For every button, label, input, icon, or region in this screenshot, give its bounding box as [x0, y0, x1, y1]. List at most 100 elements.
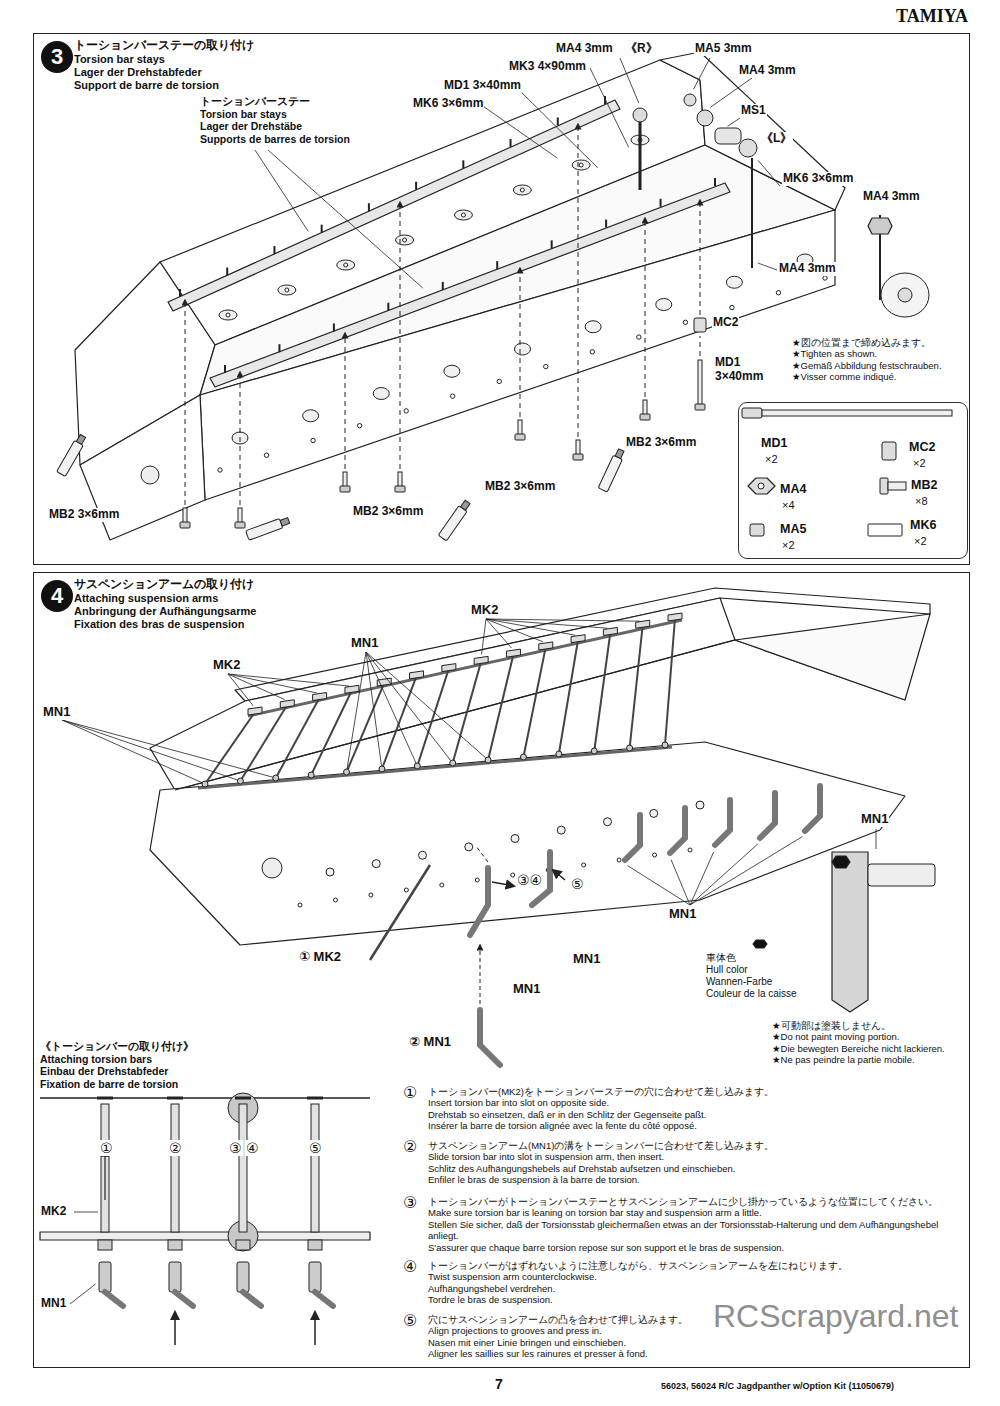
stay-slot — [307, 1097, 323, 1100]
assembly-arrow — [185, 300, 186, 505]
nut-ma5 — [684, 94, 696, 106]
text-group: トーションバー(MK2)をトーションバーステーの穴に合わせて差し込みます。Ins… — [428, 1086, 963, 1132]
torsion-bar-stay — [248, 620, 682, 716]
note-text: Attaching torsion bars — [40, 1053, 340, 1066]
assembly-arrow — [520, 268, 521, 417]
screw-mb2 — [576, 440, 580, 455]
stay-tab — [510, 139, 512, 147]
leader-line — [690, 844, 758, 905]
suspension-arm — [670, 808, 685, 853]
note-text: Align projections to grooves and press i… — [428, 1325, 963, 1336]
note-text: トーションバーがトーションバーステーとサスペンションアームに少し掛かっているよう… — [428, 1196, 963, 1207]
assembly-arrow — [240, 372, 241, 505]
hull-boss — [326, 868, 334, 876]
leader-line — [727, 118, 740, 126]
part-entry: ×8 — [915, 495, 928, 507]
stay-tab — [321, 225, 323, 233]
leader-line — [62, 720, 238, 780]
screw-mb2-head — [573, 454, 583, 460]
note-text: Hull color — [706, 964, 826, 976]
callout-label: ③④ — [516, 872, 543, 888]
bar-bracket — [603, 627, 617, 635]
note-text: Slide torsion bar into slot in suspensio… — [428, 1151, 963, 1162]
leader-line — [710, 78, 752, 107]
mk6-icon — [868, 524, 902, 536]
callout-label: ① — [402, 1084, 418, 1102]
callout-label: 《R》 — [624, 42, 659, 56]
hull-front-plate — [735, 614, 930, 700]
torsion-bar — [205, 712, 255, 784]
mount-hole — [344, 263, 348, 267]
suspension-mount — [219, 310, 237, 320]
leader-line — [515, 86, 598, 168]
leader-line — [671, 860, 690, 905]
step-heading: トーションバーステーの取り付け — [74, 39, 254, 53]
hull-boss — [465, 843, 473, 851]
step-panel: トーションバーステーの取り付けTorsion bar staysLager de… — [33, 33, 970, 565]
torsion-bar — [171, 1104, 179, 1232]
torsion-bar — [382, 676, 417, 769]
arm-foot — [105, 1292, 123, 1306]
hull-hole — [511, 873, 515, 877]
note-text: Aufhängungshebel verdrehen. — [428, 1283, 963, 1294]
suspension-arm — [532, 852, 550, 905]
stay-tab — [551, 240, 553, 248]
part-entry: MA4 — [780, 483, 806, 497]
glue-tube-cap — [280, 518, 290, 526]
hull-hole — [544, 364, 548, 368]
hull-hole — [440, 883, 444, 887]
torsion-bar — [101, 1104, 109, 1232]
callout-label: 7 — [494, 1376, 504, 1392]
hull-boss — [419, 851, 427, 859]
assembly-arrow — [700, 200, 701, 315]
note-text: Drehstab so einsetzen, daß er in den Sch… — [428, 1109, 963, 1120]
callout-label: MS1 — [740, 104, 767, 118]
torsion-bar-stay — [168, 100, 620, 311]
hull-boss — [604, 818, 612, 826]
hull-hole — [218, 468, 222, 472]
part-entry: ×2 — [765, 453, 778, 465]
note-text: 車体色 — [706, 952, 826, 964]
bar-end — [379, 766, 385, 772]
hull-hole — [688, 848, 692, 852]
step-heading: Support de barre de torsion — [74, 79, 254, 92]
suspension-arm — [760, 793, 775, 838]
arm-collar — [237, 1262, 249, 1292]
callout-label: MN1 — [572, 952, 601, 967]
screw-mb2 — [343, 472, 347, 487]
stay-slot — [97, 1097, 113, 1100]
callout-label: ② — [168, 1140, 183, 1156]
hull-boss — [656, 299, 672, 311]
callout-label: MB2 3×6mm — [625, 436, 697, 450]
callout-label: MA4 3mm — [555, 42, 614, 56]
hull-floor-line — [175, 640, 905, 790]
hull-boss — [373, 388, 389, 400]
stay-tab — [462, 160, 464, 168]
note-text: S'assurer que chaque barre torsion repos… — [428, 1242, 963, 1253]
leader-line — [228, 674, 317, 693]
torsion-bar — [347, 683, 385, 772]
callout-label: ④ — [402, 1258, 418, 1276]
collar-mc2 — [694, 318, 706, 332]
torsion-bar-stay — [198, 747, 672, 788]
torsion-bar — [453, 661, 481, 763]
note-text: ★Gemäß Abbildung festschrauben. — [792, 360, 968, 371]
note-text: ★Die bewegten Bereiche nicht lackieren. — [772, 1043, 967, 1054]
bar-end — [627, 745, 633, 751]
bar-end — [344, 769, 350, 775]
leader-line — [366, 652, 416, 763]
callout-label: MB2 3×6mm — [48, 508, 120, 522]
text-group: トーションバーがはずれないように注意しながら、サスペンションアームを左にねじりま… — [428, 1260, 963, 1306]
assembly-arrow — [700, 336, 701, 356]
stay-tab — [224, 365, 226, 373]
assembly-arrow — [480, 945, 481, 1004]
torsion-bar — [488, 654, 513, 760]
note-text: 穴にサスペンションアームの凸を合わせて押し込みます。 — [428, 1314, 963, 1325]
step-panel: サスペンションアームの取り付けAttaching suspension arms… — [33, 572, 970, 1368]
stay-tab — [660, 199, 662, 207]
step-heading: Anbringung der Aufhängungsarme — [74, 605, 256, 618]
note-text: Supports de barres de torsion — [200, 133, 400, 146]
bar-end — [520, 754, 526, 760]
callout-label: MB2 3×6mm — [352, 505, 424, 519]
bar-bracket — [442, 664, 456, 672]
